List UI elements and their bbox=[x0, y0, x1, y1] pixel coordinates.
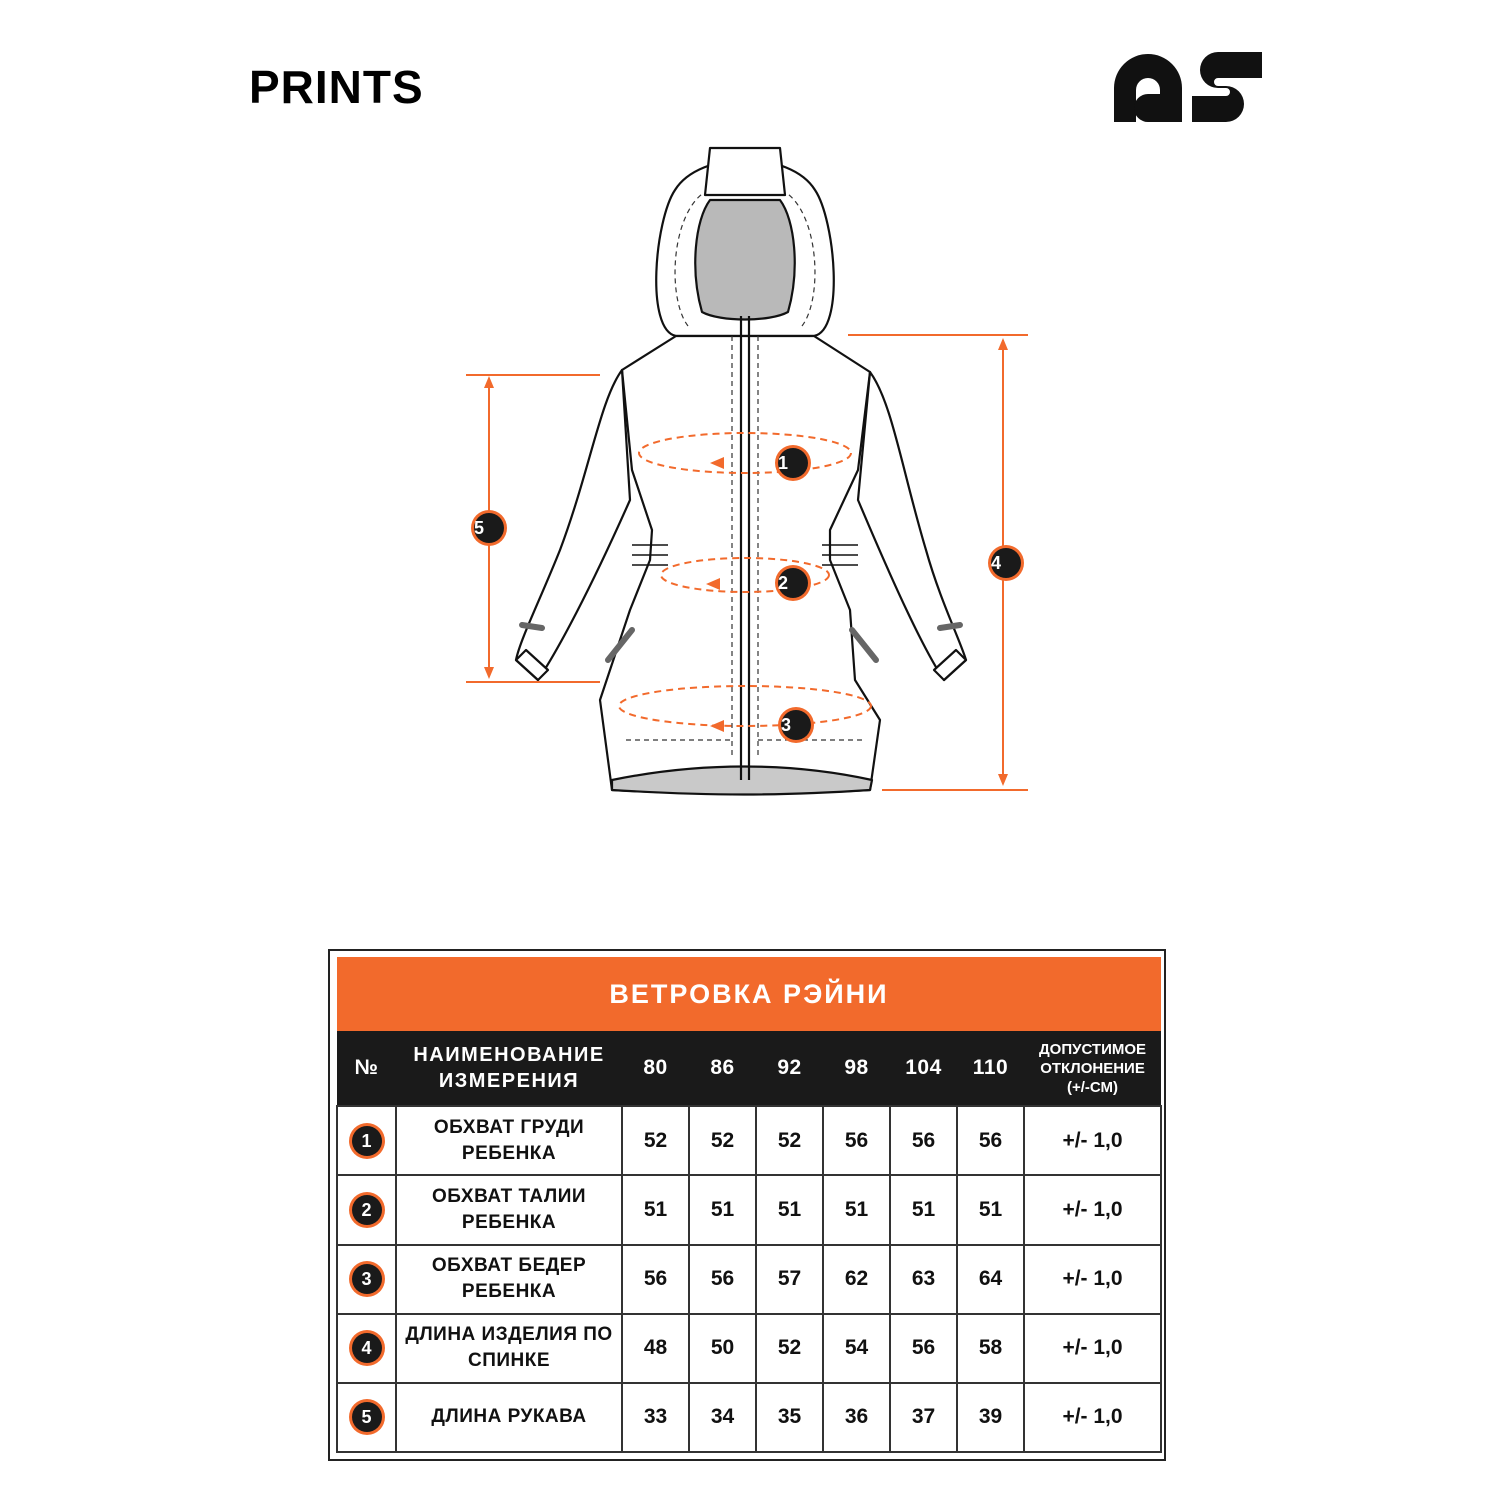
marker-hips: 3 bbox=[781, 710, 811, 740]
row-number-badge: 1 bbox=[351, 1125, 382, 1156]
measure-name-cell: ДЛИНА РУКАВА bbox=[395, 1381, 623, 1454]
column-header-name-line: НАИМЕНОВАНИЕ bbox=[413, 1044, 605, 1067]
size-table-frame: ВЕТРОВКА РЭЙНИ № НАИМЕНОВАНИЕ ИЗМЕРЕНИЯ … bbox=[328, 949, 1166, 1461]
size-value-cell: 52 bbox=[621, 1105, 690, 1177]
size-table: ВЕТРОВКА РЭЙНИ № НАИМЕНОВАНИЕ ИЗМЕРЕНИЯ … bbox=[336, 957, 1163, 1454]
size-value-cell: 58 bbox=[956, 1312, 1025, 1384]
size-value-cell: 52 bbox=[688, 1105, 757, 1177]
size-value-cell: 51 bbox=[822, 1174, 891, 1246]
marker-sleeve: 5 bbox=[474, 513, 504, 543]
measure-name-line: РЕБЕНКА bbox=[461, 1211, 557, 1233]
column-header-size: 104 bbox=[890, 1031, 957, 1107]
tolerance-cell: +/- 1,0 bbox=[1022, 1381, 1163, 1454]
table-title: ВЕТРОВКА РЭЙНИ bbox=[337, 957, 1162, 1032]
marker-badge: 1 bbox=[778, 448, 808, 478]
measure-name-line: ДЛИНА РУКАВА bbox=[431, 1406, 587, 1428]
marker-waist: 2 bbox=[778, 568, 808, 598]
measure-name-cell: ДЛИНА ИЗДЕЛИЯ ПО СПИНКЕ bbox=[395, 1312, 623, 1384]
size-value-cell: 57 bbox=[755, 1243, 824, 1315]
row-number-badge: 2 bbox=[351, 1194, 382, 1225]
measure-name-line: ДЛИНА ИЗДЕЛИЯ ПО bbox=[405, 1324, 613, 1346]
column-header-size: 86 bbox=[689, 1031, 756, 1107]
size-value-cell: 35 bbox=[755, 1381, 824, 1454]
row-number-cell: 4 bbox=[336, 1312, 397, 1384]
marker-badge: 5 bbox=[474, 513, 504, 543]
size-value-cell: 51 bbox=[621, 1174, 690, 1246]
row-number-badge: 4 bbox=[351, 1333, 382, 1364]
column-header-size: 110 bbox=[957, 1031, 1024, 1107]
size-value-cell: 63 bbox=[889, 1243, 958, 1315]
row-number-cell: 1 bbox=[336, 1105, 397, 1177]
table-row: 1 ОБХВАТ ГРУДИ РЕБЕНКА 52 52 52 56 56 56… bbox=[336, 1105, 1163, 1177]
measure-name-line: ОБХВАТ БЕДЕР bbox=[431, 1255, 587, 1277]
column-header-tolerance-line: ОТКЛОНЕНИЕ bbox=[1040, 1059, 1145, 1077]
measure-name-line: ОБХВАТ ГРУДИ bbox=[433, 1116, 585, 1138]
column-header-tolerance-line: (+/-СМ) bbox=[1066, 1078, 1119, 1096]
row-number-badge: 3 bbox=[351, 1264, 382, 1295]
marker-chest: 1 bbox=[778, 448, 808, 478]
column-header-size: 80 bbox=[622, 1031, 689, 1107]
size-value-cell: 51 bbox=[889, 1174, 958, 1246]
size-value-cell: 62 bbox=[822, 1243, 891, 1315]
measure-name-line: РЕБЕНКА bbox=[461, 1142, 557, 1164]
row-number-cell: 2 bbox=[336, 1174, 397, 1246]
size-value-cell: 54 bbox=[822, 1312, 891, 1384]
column-header-name-line: ИЗМЕРЕНИЯ bbox=[438, 1070, 580, 1093]
size-value-cell: 39 bbox=[956, 1381, 1025, 1454]
measure-name-cell: ОБХВАТ ТАЛИИ РЕБЕНКА bbox=[395, 1174, 623, 1246]
marker-badge: 2 bbox=[778, 568, 808, 598]
column-header-tolerance: ДОПУСТИМОЕ ОТКЛОНЕНИЕ (+/-СМ) bbox=[1024, 1031, 1162, 1107]
table-row: 4 ДЛИНА ИЗДЕЛИЯ ПО СПИНКЕ 48 50 52 54 56… bbox=[336, 1312, 1163, 1384]
brand-logo bbox=[1114, 52, 1262, 122]
table-row: 3 ОБХВАТ БЕДЕР РЕБЕНКА 56 56 57 62 63 64… bbox=[336, 1243, 1163, 1315]
tolerance-cell: +/- 1,0 bbox=[1022, 1105, 1163, 1177]
tolerance-cell: +/- 1,0 bbox=[1022, 1312, 1163, 1384]
size-value-cell: 37 bbox=[889, 1381, 958, 1454]
column-header-name: НАИМЕНОВАНИЕ ИЗМЕРЕНИЯ bbox=[396, 1031, 622, 1107]
size-value-cell: 52 bbox=[755, 1105, 824, 1177]
size-value-cell: 56 bbox=[688, 1243, 757, 1315]
marker-badge: 4 bbox=[991, 548, 1021, 578]
size-value-cell: 36 bbox=[822, 1381, 891, 1454]
measure-name-line: СПИНКЕ bbox=[467, 1350, 551, 1372]
column-header-no: № bbox=[337, 1031, 396, 1107]
size-value-cell: 64 bbox=[956, 1243, 1025, 1315]
tolerance-cell: +/- 1,0 bbox=[1022, 1174, 1163, 1246]
table-row: 2 ОБХВАТ ТАЛИИ РЕБЕНКА 51 51 51 51 51 51… bbox=[336, 1174, 1163, 1246]
size-value-cell: 56 bbox=[889, 1312, 958, 1384]
size-value-cell: 51 bbox=[688, 1174, 757, 1246]
size-value-cell: 56 bbox=[621, 1243, 690, 1315]
size-value-cell: 34 bbox=[688, 1381, 757, 1454]
size-value-cell: 52 bbox=[755, 1312, 824, 1384]
row-number-cell: 3 bbox=[336, 1243, 397, 1315]
row-number-cell: 5 bbox=[336, 1381, 397, 1454]
size-value-cell: 50 bbox=[688, 1312, 757, 1384]
size-value-cell: 51 bbox=[956, 1174, 1025, 1246]
marker-length: 4 bbox=[991, 548, 1021, 578]
column-header-tolerance-line: ДОПУСТИМОЕ bbox=[1038, 1040, 1147, 1058]
jacket-diagram bbox=[466, 146, 1028, 796]
measure-name-cell: ОБХВАТ ГРУДИ РЕБЕНКА bbox=[395, 1105, 623, 1177]
size-value-cell: 48 bbox=[621, 1312, 690, 1384]
marker-badge: 3 bbox=[781, 710, 811, 740]
page-title: PRINTS bbox=[249, 61, 424, 113]
size-value-cell: 56 bbox=[889, 1105, 958, 1177]
table-row: 5 ДЛИНА РУКАВА 33 34 35 36 37 39 +/- 1,0 bbox=[336, 1381, 1163, 1454]
size-value-cell: 56 bbox=[822, 1105, 891, 1177]
measure-name-cell: ОБХВАТ БЕДЕР РЕБЕНКА bbox=[395, 1243, 623, 1315]
tolerance-cell: +/- 1,0 bbox=[1022, 1243, 1163, 1315]
measure-name-line: РЕБЕНКА bbox=[461, 1281, 557, 1303]
size-value-cell: 33 bbox=[621, 1381, 690, 1454]
size-value-cell: 56 bbox=[956, 1105, 1025, 1177]
column-header-size: 98 bbox=[823, 1031, 890, 1107]
row-number-badge: 5 bbox=[351, 1402, 382, 1433]
column-header-size: 92 bbox=[756, 1031, 823, 1107]
measure-name-line: ОБХВАТ ТАЛИИ bbox=[431, 1185, 587, 1207]
size-value-cell: 51 bbox=[755, 1174, 824, 1246]
